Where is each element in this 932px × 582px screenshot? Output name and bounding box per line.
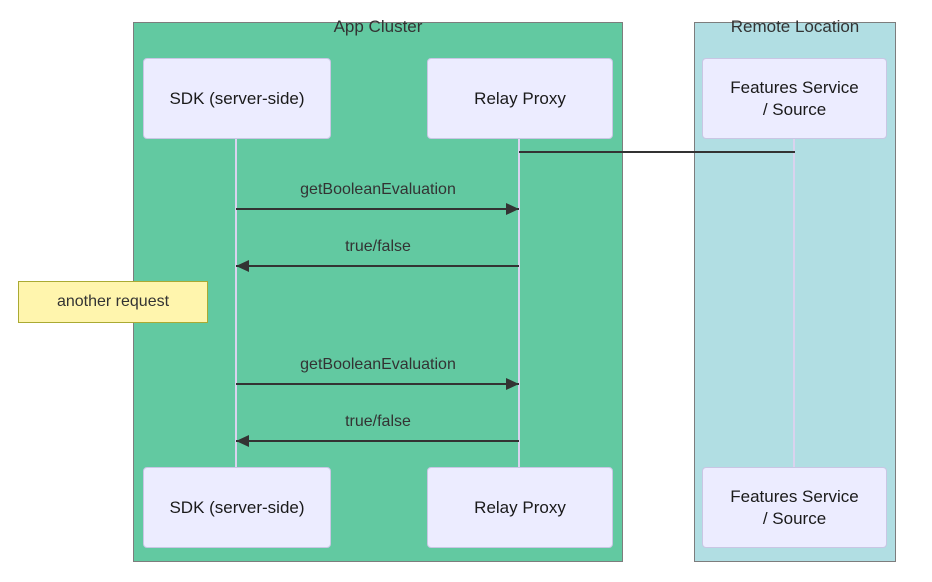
actor-sdk-top: SDK (server-side) <box>143 58 331 139</box>
arrowhead-left-icon <box>236 260 249 272</box>
message-arrow-line-1 <box>236 208 519 210</box>
actor-features-label-line1: Features Service <box>730 78 859 98</box>
actor-features-service-bottom: Features Service / Source <box>702 467 887 548</box>
features-service-lifeline <box>793 138 795 468</box>
message-label-4: true/false <box>345 413 411 430</box>
arrowhead-left-icon <box>236 435 249 447</box>
note-another-request: another request <box>18 281 208 323</box>
note-text: another request <box>56 293 170 310</box>
actor-relay-proxy-bottom: Relay Proxy <box>427 467 613 548</box>
actor-sdk-bottom: SDK (server-side) <box>143 467 331 548</box>
actor-relay-label: Relay Proxy <box>474 88 566 108</box>
message-arrow-line-3 <box>236 383 519 385</box>
sdk-lifeline <box>235 138 237 468</box>
actor-features-service-top: Features Service / Source <box>702 58 887 139</box>
app-cluster-title: App Cluster <box>333 17 423 36</box>
actor-relay-proxy-top: Relay Proxy <box>427 58 613 139</box>
actor-sdk-label: SDK (server-side) <box>169 88 305 108</box>
message-arrow-line-2 <box>236 265 519 267</box>
actor-features-label-line1: Features Service <box>730 487 859 507</box>
actor-features-label-line2: / Source <box>762 508 827 528</box>
actor-relay-label: Relay Proxy <box>474 497 566 517</box>
arrowhead-right-icon <box>506 203 519 215</box>
remote-location-title: Remote Location <box>730 17 860 36</box>
actor-sdk-label: SDK (server-side) <box>169 497 305 517</box>
message-label-3: getBooleanEvaluation <box>300 356 456 373</box>
relay-proxy-lifeline <box>518 138 520 468</box>
actor-features-label-line2: / Source <box>762 99 827 119</box>
message-arrow-line-4 <box>236 440 519 442</box>
relay-to-features-connector-line <box>519 151 795 153</box>
message-label-1: getBooleanEvaluation <box>300 181 456 198</box>
message-label-2: true/false <box>345 238 411 255</box>
arrowhead-right-icon <box>506 378 519 390</box>
